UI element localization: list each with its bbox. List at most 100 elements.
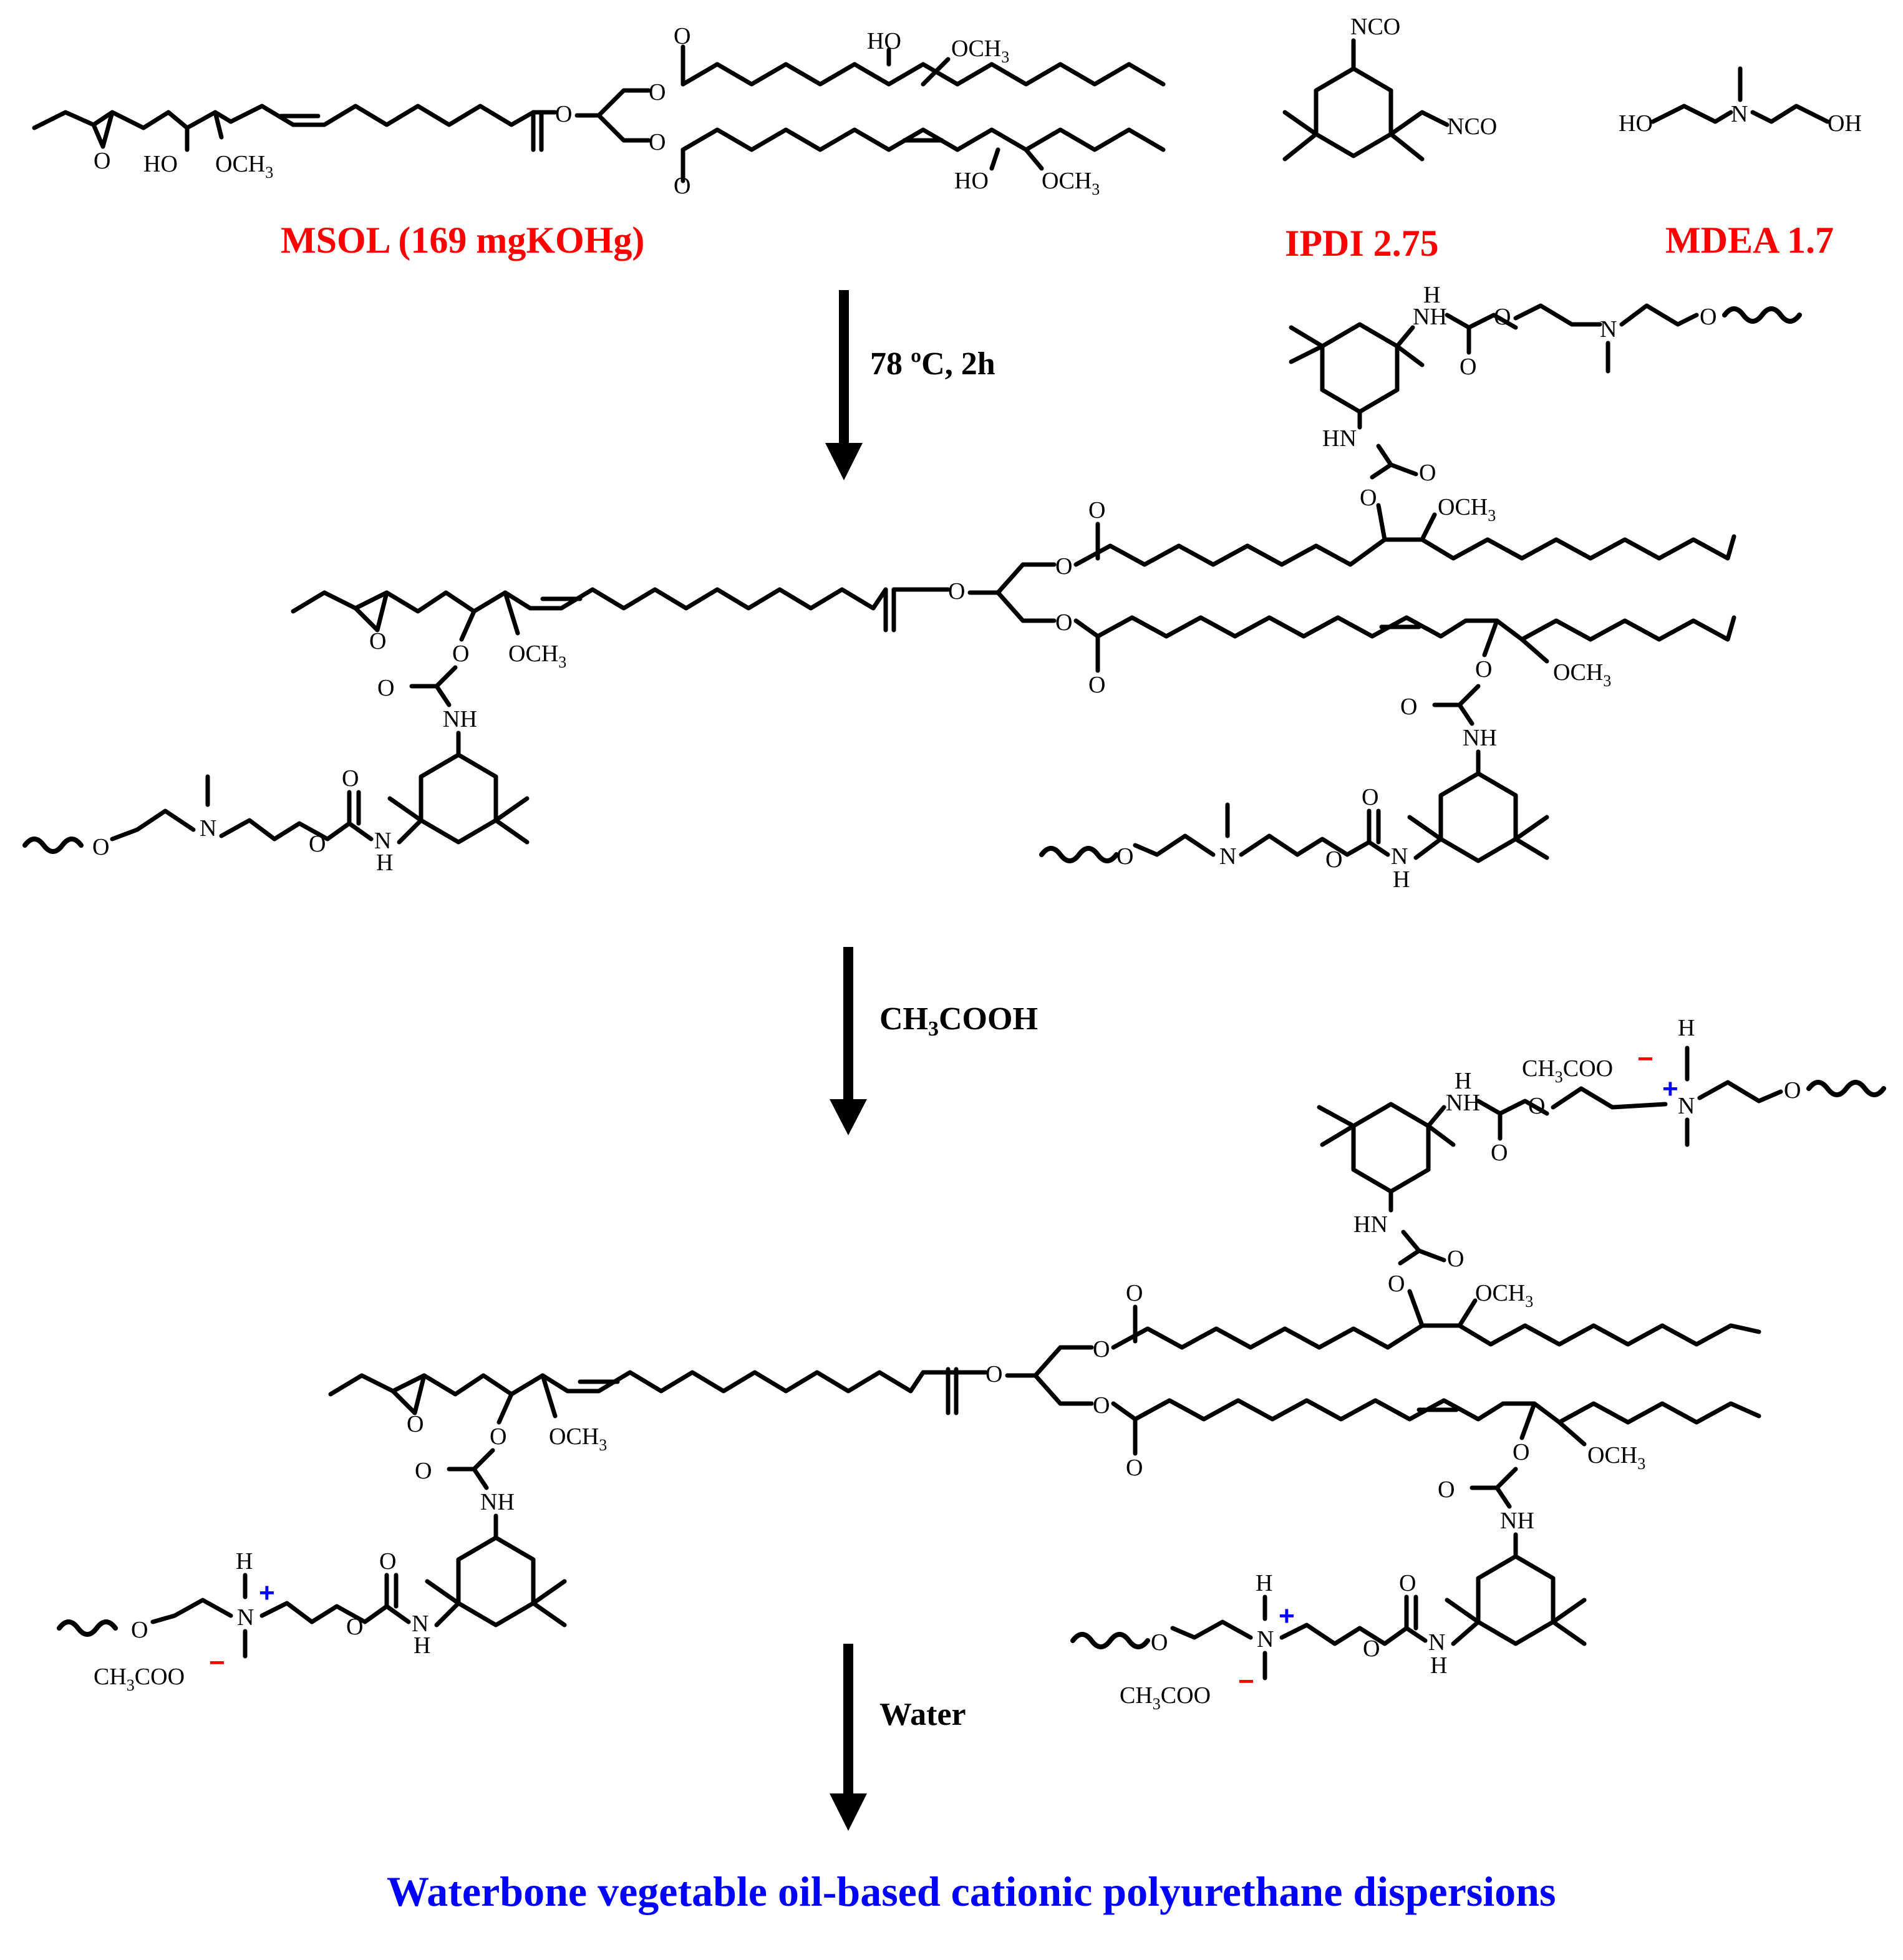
mdea-label: MDEA 1.7 [1665, 220, 1834, 261]
prot-h-bottom-r: H [1430, 1652, 1447, 1679]
prot-o-left: O [490, 1424, 506, 1450]
step-1-condition: 78 ºC, 2h [870, 346, 995, 382]
step-2-condition: CH3COOH [879, 1001, 1038, 1041]
prepoly-h-top: H [1423, 282, 1440, 308]
prot-carbonyl-o-left: O [415, 1458, 432, 1484]
prot-n-h-left: N [412, 1611, 429, 1637]
prot-h-ammonium-left: H [236, 1548, 253, 1574]
protonated-structure: O O O O O OCH3 O O HN NH H O O N [57, 1015, 1886, 1713]
prepoly-n-left: N [200, 815, 216, 842]
prepoly-ester-o: O [948, 578, 965, 604]
prepoly-n-h-bottom-r: N [1391, 843, 1408, 870]
prepoly-nh-left: NH [443, 706, 477, 732]
prepoly-co-r: O [1362, 784, 1378, 810]
mdea-structure: HO N OH [1619, 66, 1862, 137]
prot-co-urethane: O [1491, 1140, 1508, 1166]
prot-h-ammonium-top: H [1678, 1015, 1695, 1041]
prepoly-nh-bottom-r: NH [1463, 725, 1497, 751]
epoxide-o: O [94, 148, 110, 174]
ipdi-nco-1: NCO [1350, 14, 1400, 40]
prepoly-o-urethane-top: O [1360, 485, 1377, 511]
upper-och3: OCH3 [951, 36, 1009, 66]
prot-co-bottom: O [1126, 1455, 1143, 1481]
prepoly-n-bottom-r: N [1219, 843, 1236, 870]
prepoly-carbonyl-o-top: O [1419, 460, 1436, 486]
prepoly-och3-bottom: OCH3 [1553, 659, 1611, 690]
prot-nh-top: NH [1446, 1090, 1480, 1116]
prot-och3-top: OCH3 [1475, 1280, 1533, 1311]
ipdi-structure: NCO NCO [1282, 14, 1497, 162]
prepoly-o-end-left: O [92, 834, 109, 860]
prepoly-och3-left: OCH3 [508, 641, 566, 671]
mdea-ho: HO [1619, 110, 1653, 137]
prot-o-urethane-bottom: O [1513, 1439, 1529, 1465]
prepoly-carbonyl-o-left: O [377, 675, 394, 701]
prot-o-link: O [1528, 1093, 1545, 1119]
ester-o: O [555, 101, 572, 127]
mdea-n: N [1731, 101, 1748, 127]
ester-o-top: O [649, 79, 666, 105]
prot-co-left: O [379, 1548, 396, 1574]
prot-o-r: O [1363, 1636, 1380, 1662]
prot-co-r: O [1399, 1570, 1416, 1596]
prot-o-2: O [1093, 1392, 1110, 1419]
prepolymer-structure: O O O O O OCH3 O O HN NH H O O [22, 282, 1802, 893]
prot-nh-bottom-r: NH [1500, 1508, 1534, 1534]
prot-h-left: H [414, 1633, 430, 1659]
prepoly-o-left: O [452, 641, 469, 667]
lower-och3: OCH3 [1042, 168, 1100, 198]
prepoly-epoxide-o: O [369, 628, 386, 654]
prot-acetate-bottom-r: CH3COO [1120, 1682, 1211, 1713]
upper-ho: HO [867, 28, 901, 54]
prot-och3-left: OCH3 [549, 1424, 607, 1454]
prot-acetate-top: CH3COO [1522, 1055, 1613, 1086]
prot-co-top: O [1126, 1280, 1143, 1306]
prot-o-end-r: O [1151, 1629, 1168, 1656]
mdea-oh: OH [1828, 110, 1862, 137]
prot-carbonyl-o-bottom: O [1438, 1477, 1455, 1503]
prepoly-o-r: O [1325, 847, 1342, 873]
prot-plus-bottom-r: + [1279, 1601, 1295, 1631]
msol-ho-label: HO [143, 151, 178, 177]
reaction-arrow-2 [830, 947, 867, 1135]
prot-plus-top: + [1662, 1074, 1678, 1104]
reaction-arrow-1 [825, 290, 863, 480]
prepoly-co-urethane: O [1460, 354, 1476, 380]
prot-och3-bottom: OCH3 [1587, 1442, 1645, 1473]
step-3-condition: Water [879, 1697, 966, 1732]
msol-label: MSOL (169 mgKOHg) [281, 220, 644, 261]
prepoly-n-h-left: N [374, 828, 391, 854]
prepoly-co-left: O [342, 765, 359, 792]
prepoly-o-1: O [1055, 553, 1072, 580]
prot-o-1: O [1093, 1336, 1110, 1362]
prepoly-nh-top: NH [1413, 304, 1447, 330]
msol-och3-label: OCH3 [215, 151, 273, 182]
prepoly-h-left: H [376, 850, 393, 876]
prot-n-top: N [1678, 1093, 1695, 1119]
prot-o-end-top: O [1784, 1077, 1801, 1104]
prot-h-ammonium-bottom-r: H [1256, 1570, 1272, 1596]
carbonyl-o-top: O [674, 23, 690, 49]
reaction-arrow-3 [830, 1644, 867, 1831]
prepoly-co-bottom: O [1088, 672, 1105, 698]
ipdi-label: IPDI 2.75 [1285, 223, 1439, 264]
prepoly-o-end-r: O [1116, 843, 1133, 870]
prot-epoxide-o: O [407, 1411, 424, 1437]
prepoly-och3-top: OCH3 [1438, 494, 1496, 525]
prepoly-o-left-2: O [309, 831, 326, 857]
prot-ester-o: O [985, 1361, 1002, 1387]
ester-o-bottom: O [649, 129, 666, 155]
carbonyl-o-bottom: O [674, 173, 690, 199]
prepoly-o-urethane-bottom: O [1475, 656, 1492, 682]
ipdi-nco-2: NCO [1447, 114, 1497, 140]
prot-hn-top: HN [1353, 1211, 1388, 1238]
prepoly-carbonyl-o-bottom: O [1400, 694, 1417, 720]
prepoly-o-link: O [1494, 304, 1511, 330]
prepoly-n-top: N [1600, 316, 1617, 342]
lower-ho: HO [954, 168, 989, 194]
prepoly-o-end-top: O [1700, 304, 1717, 330]
prot-o-left-2: O [346, 1614, 363, 1640]
prot-nh-left: NH [480, 1489, 515, 1515]
product-label: Waterbone vegetable oil-based cationic p… [387, 1868, 1556, 1915]
